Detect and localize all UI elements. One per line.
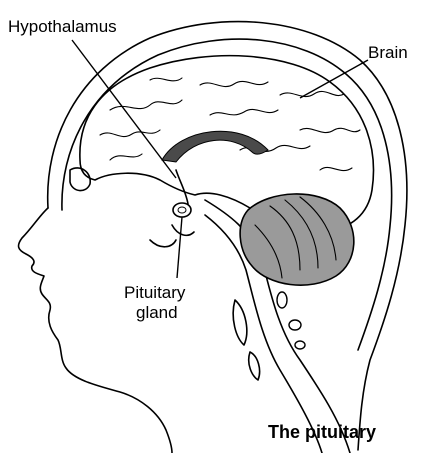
brain-gyri	[100, 78, 360, 171]
corpus-callosum	[162, 131, 268, 162]
pituitary-gland	[173, 203, 191, 217]
label-pituitary-line2: gland	[136, 303, 178, 322]
label-hypothalamus: Hypothalamus	[8, 17, 117, 36]
pituitary-leader	[177, 217, 182, 278]
cerebellum	[240, 194, 354, 285]
hypothalamus-leader	[72, 40, 176, 178]
skull-inner	[62, 39, 392, 350]
face-profile	[19, 208, 172, 453]
label-brain: Brain	[368, 43, 408, 62]
pituitary-stalk	[176, 170, 188, 204]
caption: The pituitary	[268, 422, 376, 442]
label-pituitary-line1: Pituitary	[124, 283, 186, 302]
vertebrae	[233, 292, 305, 380]
